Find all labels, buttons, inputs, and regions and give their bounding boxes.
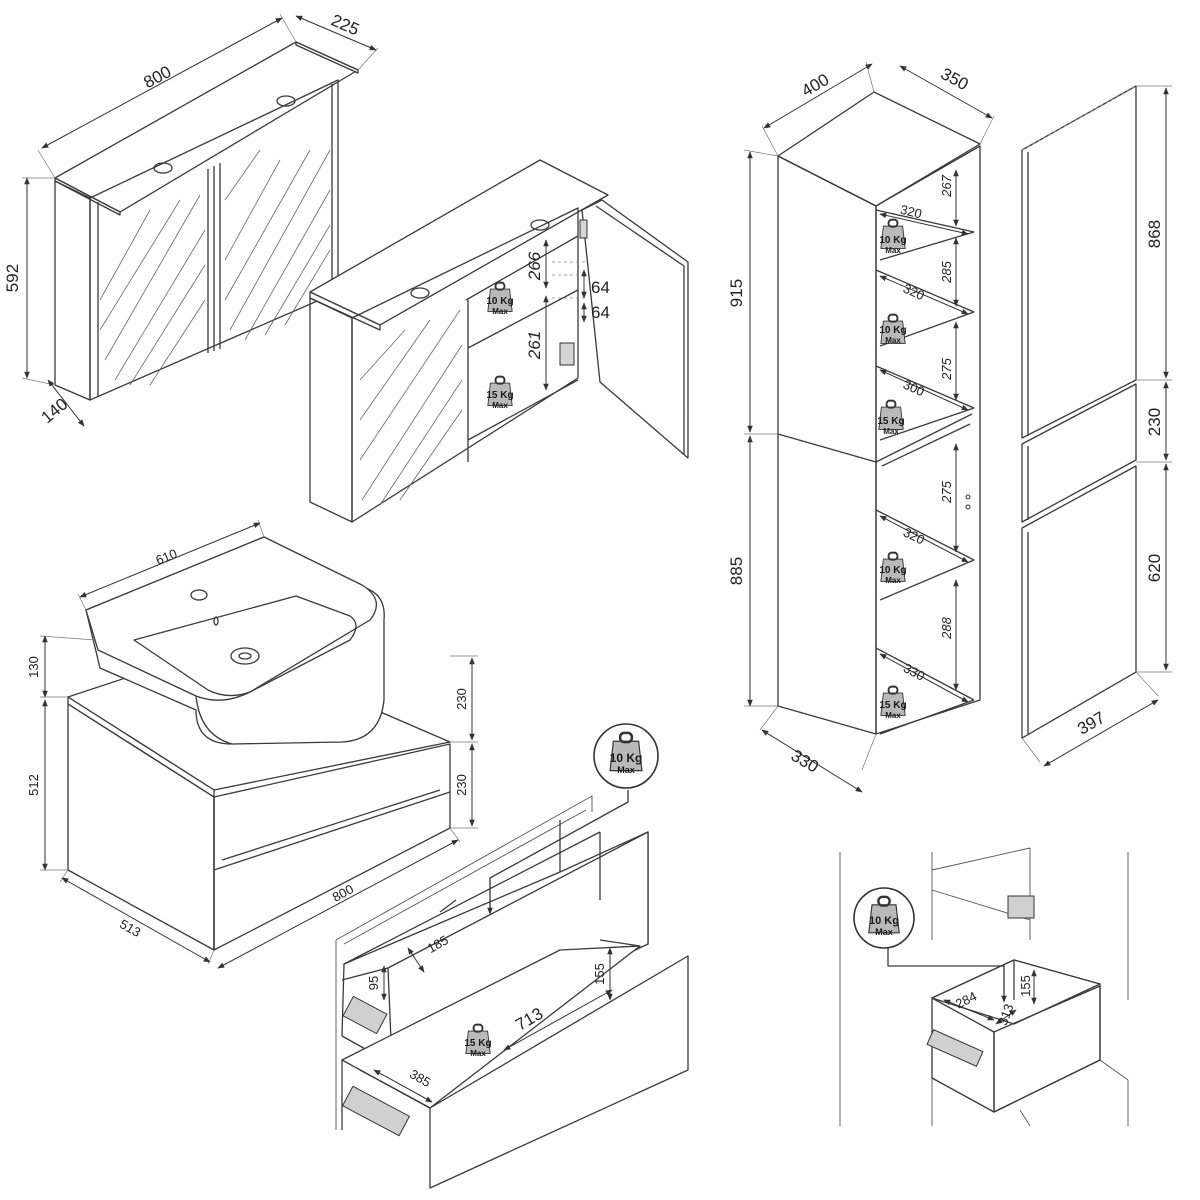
mirror-shelf-upper-label: 266 — [525, 251, 544, 281]
vanity-height-label: 512 — [26, 774, 41, 796]
tall-upper-height-label: 915 — [727, 279, 746, 307]
svg-text:15 Kg: 15 Kg — [879, 700, 906, 711]
front-door-height-label: 620 — [1145, 554, 1164, 582]
shelf-2-depth-label: 320 — [901, 281, 927, 304]
shelf-3-depth-label: 300 — [901, 377, 927, 400]
svg-text:Max: Max — [885, 576, 901, 585]
weight-badge-icon: 10 Kg Max — [486, 281, 514, 316]
mirror-width-label: 800 — [140, 62, 174, 92]
shelf-1-height-label: 267 — [939, 174, 954, 197]
weight-badge-icon: 10 Kg Max — [879, 551, 907, 585]
svg-text:Max: Max — [470, 1049, 486, 1058]
svg-text:Max: Max — [617, 765, 635, 775]
shelf-3-height-label: 275 — [939, 357, 954, 380]
inner-height-3-label: 155 — [592, 963, 607, 985]
tall-width-label: 400 — [798, 70, 832, 101]
drawer-2-height-label: 230 — [454, 774, 469, 796]
svg-text:Max: Max — [492, 401, 508, 410]
mirror-cabinet-front-view: 800 225 592 140 — [3, 11, 379, 427]
tall-base-depth-label: 330 — [788, 746, 822, 777]
shelf-5-height-label: 288 — [939, 616, 954, 639]
shelf-4-depth-label: 320 — [901, 524, 927, 547]
svg-text:Max: Max — [883, 427, 899, 436]
shelf-4-height-label: 275 — [939, 480, 954, 503]
mirror-height-label: 592 — [3, 264, 22, 292]
weight-badge-icon: 10 Kg Max — [608, 731, 644, 775]
mirror-cabinet-open-view: 266 261 64 64 10 Kg Max 15 Kg Max — [309, 159, 689, 523]
weight-badge-icon: 15 Kg Max — [486, 375, 514, 410]
svg-text:10 Kg: 10 Kg — [879, 565, 906, 576]
svg-text:15 Kg: 15 Kg — [877, 416, 904, 427]
svg-text:10 Kg: 10 Kg — [879, 235, 906, 246]
weight-badge-icon: 10 Kg Max — [867, 895, 901, 937]
svg-text:Max: Max — [885, 711, 901, 720]
svg-text:Max: Max — [875, 927, 893, 937]
front-total-height-label: 868 — [1145, 220, 1164, 248]
svg-text:10 Kg: 10 Kg — [610, 751, 643, 765]
weight-badge-icon: 15 Kg Max — [879, 685, 907, 720]
svg-text:10 Kg: 10 Kg — [869, 915, 899, 927]
svg-text:10 Kg: 10 Kg — [879, 325, 906, 336]
weight-badge-icon: 15 Kg Max — [877, 399, 905, 436]
weight-badge-icon: 10 Kg Max — [879, 218, 907, 255]
tall-drawer-detail: 10 Kg Max 284 313 155 — [839, 847, 1129, 1127]
svg-text:15 Kg: 15 Kg — [486, 390, 513, 401]
front-drawer-height-label: 230 — [1145, 408, 1164, 436]
tall-drawer-width-label: 313 — [995, 1002, 1017, 1028]
mirror-depth-label: 225 — [328, 11, 362, 40]
svg-text:Max: Max — [885, 246, 901, 255]
weight-badge-icon: 15 Kg Max — [464, 1023, 492, 1058]
vanity-drawer-detail: 10 Kg Max 185 95 155 713 385 15 Kg Max — [335, 723, 689, 1189]
tall-drawer-height-label: 155 — [1018, 975, 1033, 997]
svg-text:10 Kg: 10 Kg — [486, 296, 513, 307]
vanity-depth-label: 513 — [117, 916, 143, 940]
tall-cabinet: 400 350 915 885 330 267 320 285 320 275 … — [727, 61, 995, 793]
mirror-offset-1-label: 64 — [591, 278, 610, 297]
mirror-shelf-lower-label: 261 — [525, 331, 544, 360]
weight-badge-icon: 10 Kg Max — [879, 313, 907, 345]
svg-text:Max: Max — [885, 336, 901, 345]
shelf-2-height-label: 285 — [939, 260, 954, 283]
front-width-label: 397 — [1074, 708, 1108, 739]
basin-width-label: 610 — [153, 546, 179, 568]
mirror-side-depth-label: 140 — [37, 394, 71, 427]
vanity-unit: 610 130 512 230 230 513 800 — [26, 519, 478, 969]
shelf-1-depth-label: 320 — [899, 202, 924, 222]
inner-height-2-label: 95 — [366, 976, 381, 990]
svg-text:Max: Max — [492, 307, 508, 316]
tall-cabinet-front: 868 230 620 397 — [1021, 85, 1172, 767]
mirror-offset-2-label: 64 — [591, 303, 610, 322]
basin-height-label: 130 — [26, 656, 41, 678]
tall-lower-height-label: 885 — [727, 557, 746, 585]
drawer-1-height-label: 230 — [454, 688, 469, 710]
svg-text:15 Kg: 15 Kg — [464, 1038, 491, 1049]
vanity-width-label: 800 — [330, 881, 356, 904]
